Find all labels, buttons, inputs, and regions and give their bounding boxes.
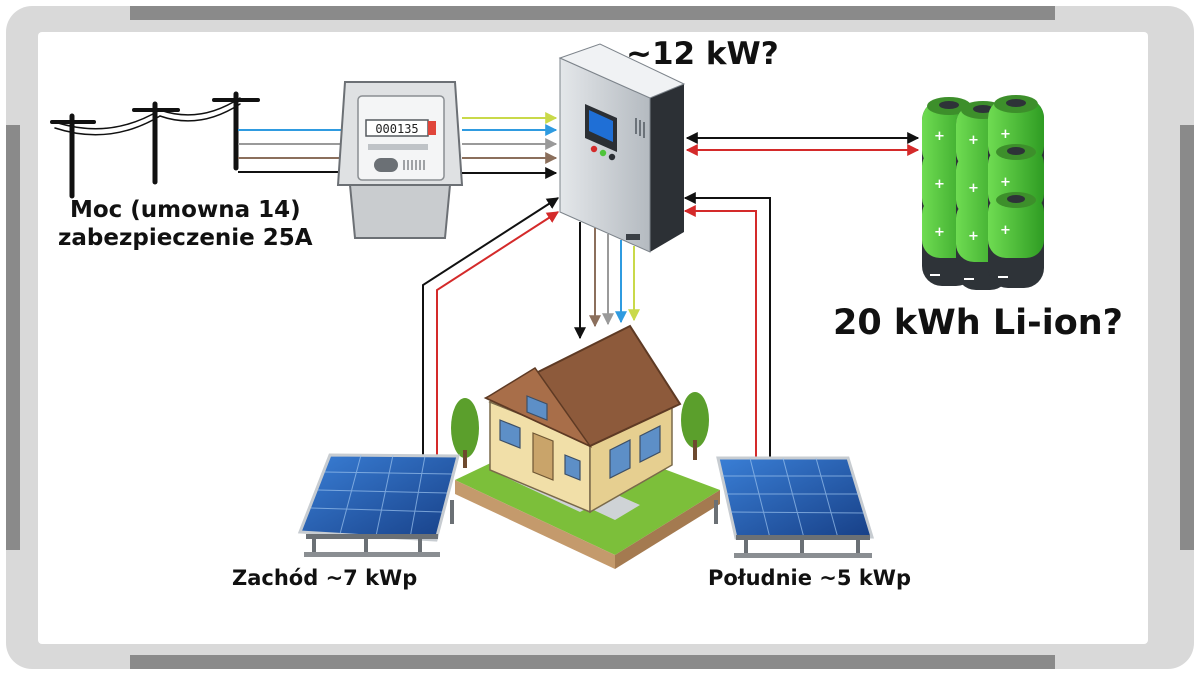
south-pv-to-inverter-wires: [683, 192, 771, 458]
meter-to-inverter-wires: [462, 112, 558, 179]
battery-capacity-label: 20 kWh Li-ion?: [833, 303, 1123, 343]
pv-south-label: Południe ~5 kWp: [708, 566, 911, 590]
svg-text:+: +: [934, 177, 945, 192]
energy-meter: 000135: [336, 81, 464, 239]
svg-text:+: +: [968, 133, 979, 148]
grid-connection-label: Moc (umowna 14) zabezpieczenie 25A: [58, 197, 313, 252]
svg-text:+: +: [934, 225, 945, 240]
grid-to-meter-wires: [238, 124, 357, 178]
house-icon: [451, 324, 720, 569]
inverter-power-label: ~12 kW?: [626, 36, 779, 72]
svg-text:+: +: [1000, 223, 1011, 238]
svg-text:+: +: [1000, 175, 1011, 190]
grid-contract-power-text: Moc (umowna 14): [69, 197, 301, 223]
svg-text:+: +: [934, 129, 945, 144]
grid-fuse-text: zabezpieczenie 25A: [58, 224, 313, 251]
pv-west-label: Zachód ~7 kWp: [232, 566, 418, 590]
inverter-icon: [558, 43, 686, 253]
svg-text:+: +: [968, 181, 979, 196]
svg-text:+: +: [1000, 127, 1011, 142]
west-pv-to-inverter-wires: [422, 197, 560, 458]
inverter-battery-wires: [685, 132, 920, 156]
inverter-to-house-wires: [574, 222, 640, 340]
power-poles-icon: [50, 91, 260, 199]
pv-array-west-icon: [297, 453, 460, 557]
meter-digits: 000135: [375, 122, 418, 136]
pv-array-south-icon: [714, 456, 875, 558]
svg-text:+: +: [968, 229, 979, 244]
battery-bank-icon: + + + + + + + + +: [922, 95, 1044, 290]
